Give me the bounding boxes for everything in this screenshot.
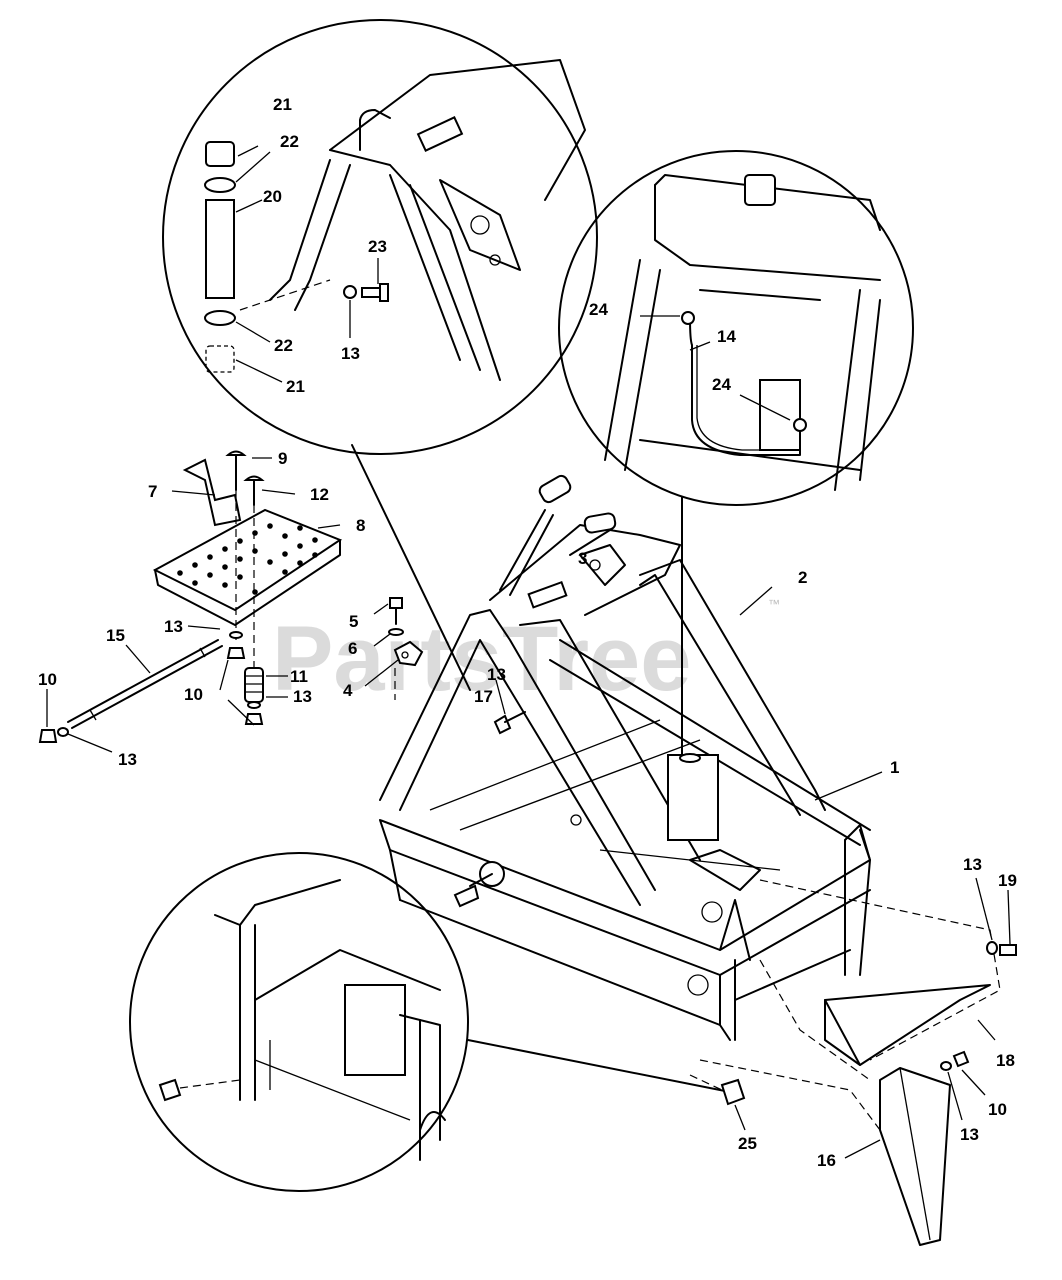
callout-labels: 21 22 20 23 22 13 21 24 14 24 9 7 12 8 3… — [38, 95, 1017, 1170]
leader-top-left — [351, 444, 471, 691]
label-20: 20 — [263, 187, 282, 206]
label-2: 2 — [798, 568, 807, 587]
label-13-rod: 13 — [118, 750, 137, 769]
right-panels — [689, 879, 1017, 1246]
label-24-bottom: 24 — [712, 375, 731, 394]
label-16: 16 — [817, 1151, 836, 1170]
label-22-bottom: 22 — [274, 336, 293, 355]
label-11: 11 — [290, 667, 308, 686]
label-6: 6 — [348, 639, 357, 658]
label-4: 4 — [343, 681, 353, 700]
label-5: 5 — [349, 612, 358, 631]
label-10-rod: 10 — [38, 670, 57, 689]
label-8: 8 — [356, 516, 365, 535]
label-14: 14 — [717, 327, 736, 346]
label-1: 1 — [890, 758, 899, 777]
leader-bottom-left — [467, 1039, 731, 1093]
label-13-bottom: 13 — [960, 1125, 979, 1144]
label-7: 7 — [148, 482, 157, 501]
label-13-plate: 13 — [164, 617, 183, 636]
label-24-top: 24 — [589, 300, 608, 319]
label-22-top: 22 — [280, 132, 299, 151]
watermark-text: PartsTree — [272, 608, 691, 710]
watermark-trademark: ™ — [768, 597, 780, 611]
label-10-plate: 10 — [184, 685, 203, 704]
label-25: 25 — [738, 1134, 757, 1153]
label-15: 15 — [106, 626, 125, 645]
label-23: 23 — [368, 237, 387, 256]
label-17: 17 — [474, 687, 493, 706]
main-frame — [379, 474, 871, 1041]
label-3: 3 — [578, 549, 587, 568]
label-13-spring: 13 — [293, 687, 312, 706]
label-12: 12 — [310, 485, 329, 504]
label-18: 18 — [996, 1051, 1015, 1070]
detail-circle-top-right — [558, 150, 914, 506]
label-9: 9 — [278, 449, 287, 468]
label-13-center: 13 — [487, 665, 506, 684]
label-19: 19 — [998, 871, 1017, 890]
label-10-right: 10 — [988, 1100, 1007, 1119]
callout-leaders — [46, 457, 1011, 1159]
detail-circle-bottom-left — [129, 852, 469, 1192]
label-21-top: 21 — [273, 95, 292, 114]
foot-plate-assembly — [38, 450, 526, 743]
label-13-circle: 13 — [341, 344, 360, 363]
detail-circle-top-left — [162, 19, 598, 455]
label-21-bottom: 21 — [286, 377, 305, 396]
label-13-right: 13 — [963, 855, 982, 874]
